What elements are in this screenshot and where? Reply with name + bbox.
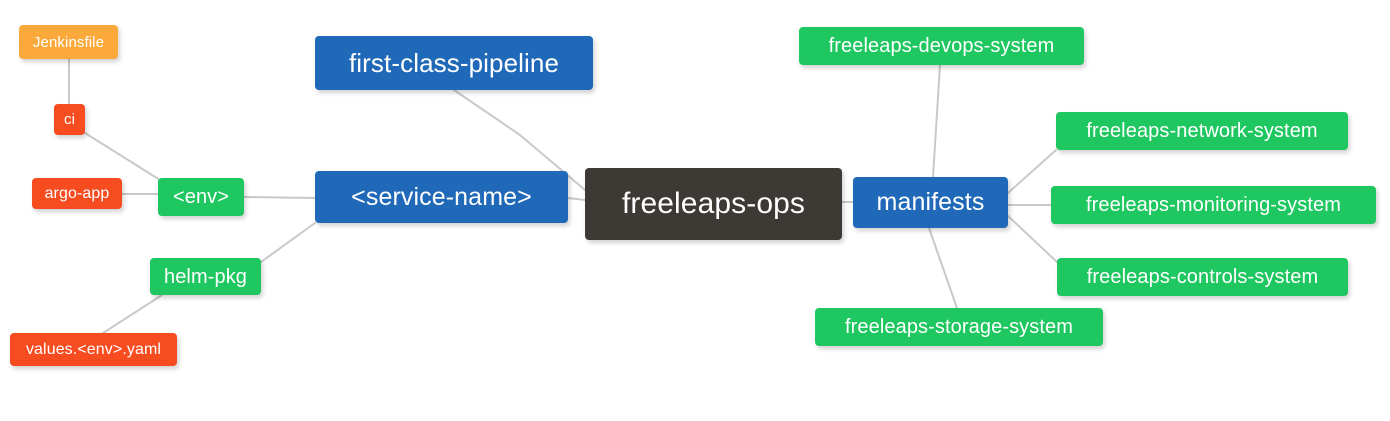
edge-freeleaps-ops-to-service-name [567,197,586,201]
node-label-ci: ci [63,111,76,128]
node-jenkinsfile[interactable]: Jenkinsfile [19,25,118,59]
node-label-freeleaps-monitoring-system: freeleaps-monitoring-system [1085,194,1341,216]
node-label-helm-pkg: helm-pkg [163,265,248,288]
node-freeleaps-monitoring-system[interactable]: freeleaps-monitoring-system [1051,186,1376,224]
node-service-name[interactable]: <service-name> [315,171,568,223]
node-label-env: <env> [172,186,230,208]
node-env[interactable]: <env> [158,178,244,216]
edge-manifests-to-freeleaps-devops-system [932,64,941,178]
edge-env-to-ci [84,132,161,181]
node-label-freeleaps-controls-system: freeleaps-controls-system [1086,266,1319,288]
node-ci[interactable]: ci [54,104,85,135]
edge-service-name-to-env [243,196,316,199]
edge-manifests-to-freeleaps-storage-system [928,227,958,309]
node-label-freeleaps-storage-system: freeleaps-storage-system [844,316,1074,338]
node-label-argo-app: argo-app [44,184,110,202]
node-freeleaps-network-system[interactable]: freeleaps-network-system [1056,112,1348,150]
node-freeleaps-controls-system[interactable]: freeleaps-controls-system [1057,258,1348,296]
node-first-class-pipeline[interactable]: first-class-pipeline [315,36,593,90]
node-label-manifests: manifests [876,188,985,216]
node-label-freeleaps-devops-system: freeleaps-devops-system [828,35,1055,57]
node-freeleaps-devops-system[interactable]: freeleaps-devops-system [799,27,1084,65]
node-freeleaps-ops[interactable]: freeleaps-ops [585,168,842,240]
node-label-first-class-pipeline: first-class-pipeline [348,48,560,78]
edge-helm-pkg-to-values-yaml [99,294,163,336]
node-label-freeleaps-network-system: freeleaps-network-system [1086,120,1318,142]
node-label-values-yaml: values.<env>.yaml [25,340,162,358]
node-freeleaps-storage-system[interactable]: freeleaps-storage-system [815,308,1103,346]
node-label-service-name: <service-name> [351,182,532,211]
node-label-jenkinsfile: Jenkinsfile [32,33,105,51]
node-manifests[interactable]: manifests [853,177,1008,228]
node-argo-app[interactable]: argo-app [32,178,122,209]
edge-manifests-to-freeleaps-controls-system [1007,215,1058,263]
node-values-yaml[interactable]: values.<env>.yaml [10,333,177,366]
edge-manifests-to-freeleaps-network-system [1007,149,1057,194]
node-label-freeleaps-ops: freeleaps-ops [621,187,806,220]
edge-service-name-to-helm-pkg [260,222,316,263]
node-helm-pkg[interactable]: helm-pkg [150,258,261,295]
